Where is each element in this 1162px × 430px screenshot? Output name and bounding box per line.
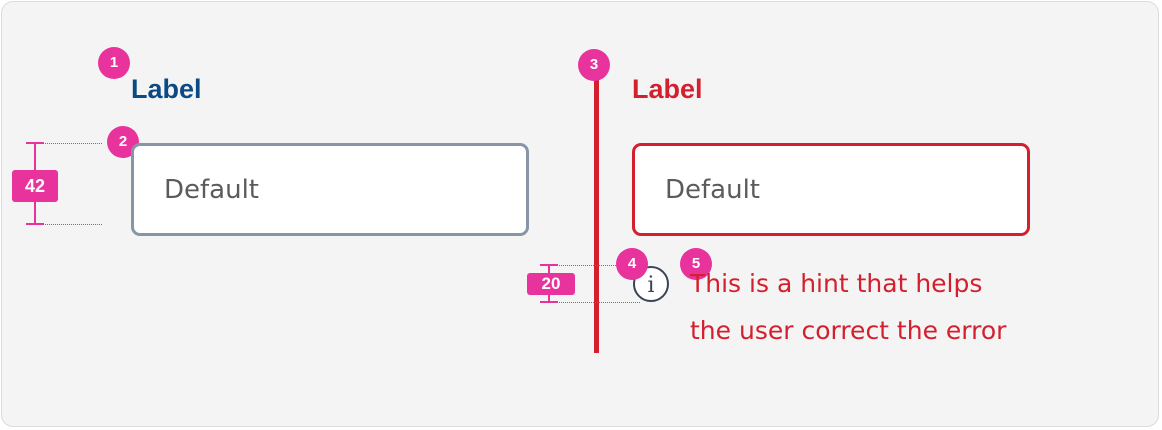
- error-input-value: Default: [665, 174, 760, 205]
- annotation-badge-1: 1: [98, 47, 130, 79]
- error-hint-line-2: the user correct the error: [690, 316, 1007, 345]
- annotation-badge-3: 3: [578, 49, 610, 81]
- icon-measure-tag: 20: [527, 273, 575, 295]
- default-text-input[interactable]: Default: [131, 143, 529, 236]
- annotation-badge-2: 2: [107, 126, 139, 158]
- icon-measure-guide-bottom: [548, 302, 640, 303]
- height-measure-cap-bottom: [26, 223, 44, 225]
- height-measure-cap-top: [26, 142, 44, 144]
- height-measure-tag: 42: [12, 170, 58, 202]
- default-input-value: Default: [164, 174, 259, 205]
- annotation-badge-4: 4: [616, 248, 648, 280]
- default-field-label: Label: [131, 74, 202, 104]
- error-field-label: Label: [632, 74, 703, 104]
- annotation-badge-5: 5: [680, 248, 712, 280]
- icon-measure-cap-top: [540, 264, 558, 266]
- icon-measure-guide-top: [548, 265, 640, 266]
- measure-guide-bottom: [36, 224, 102, 225]
- measure-guide-top: [36, 143, 102, 144]
- svg-text:i: i: [647, 273, 654, 298]
- error-hint-line-1: This is a hint that helps: [690, 269, 983, 298]
- error-indicator-bar: [594, 66, 599, 353]
- error-text-input[interactable]: Default: [632, 143, 1030, 236]
- icon-measure-cap-bottom: [540, 301, 558, 303]
